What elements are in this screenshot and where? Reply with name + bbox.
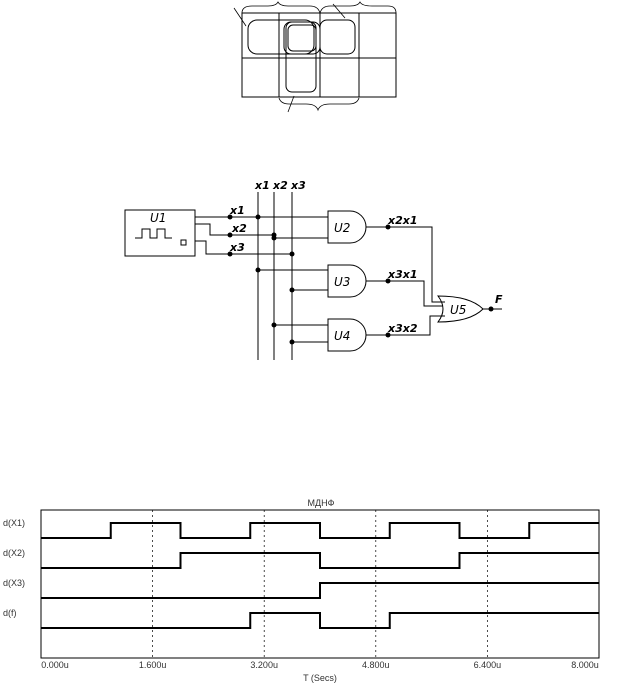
signal-label-1: d(X2)	[3, 548, 25, 558]
wire-gen-x2	[195, 223, 230, 236]
kmap-brace-top-right	[319, 1, 397, 14]
kmap-brace-top-left	[241, 1, 321, 14]
x-tick-label-0: 0.000u	[41, 660, 69, 670]
kmap-pointer-bottom	[287, 95, 295, 113]
gen-output-label-x3: x3	[229, 241, 245, 254]
kmap-pointer-left	[233, 7, 247, 27]
or-gate-u5	[436, 295, 484, 323]
and-gate-u3	[327, 264, 367, 298]
x-tick-label-3: 4.800u	[362, 660, 390, 670]
kmap-brace-bottom	[278, 97, 360, 112]
timing-signal-labels: d(X1) d(X2) d(X3) d(f)	[3, 518, 25, 618]
kmap-group-1	[247, 19, 315, 55]
x-tick-label-1: 1.600u	[139, 660, 167, 670]
generator-pulse-icon	[135, 228, 172, 239]
term-label-x3x1: x3x1	[387, 268, 418, 281]
bus-label-x3: x3	[290, 179, 306, 192]
generator-label: U1	[150, 211, 166, 225]
and-gate-u2-label: U2	[334, 221, 350, 235]
x-tick-label-2: 3.200u	[250, 660, 278, 670]
x-tick-label-5: 8.000u	[571, 660, 599, 670]
bus-label-x2: x2	[272, 179, 288, 192]
kmap-group-4	[285, 21, 317, 93]
generator-box	[124, 209, 196, 257]
node-u3-x3	[289, 287, 295, 293]
timing-x-ticks: 0.000u 1.600u 3.200u 4.800u 6.400u 8.000u	[41, 660, 599, 670]
gen-output-label-x1: x1	[229, 204, 245, 217]
wire-term-x3x1	[366, 280, 443, 307]
node-term-x3x2	[385, 332, 391, 338]
x-tick-label-4: 6.400u	[474, 660, 502, 670]
kmap-border	[241, 12, 397, 98]
timing-diagram: МДНФ d(X1) d(X2) d(X3) d(f) 0.000u 1.600u 3.2…	[3, 498, 600, 683]
kmap-group-3	[319, 19, 356, 55]
signal-label-0: d(X1)	[3, 518, 25, 528]
timing-title: МДНФ	[308, 498, 335, 508]
node-u3-x1	[255, 267, 261, 273]
signal-trace-0	[41, 522, 599, 539]
node-u4-x3	[289, 339, 295, 345]
signal-label-3: d(f)	[3, 608, 17, 618]
signal-trace-3	[41, 612, 599, 629]
and-gate-u4	[327, 318, 367, 352]
signal-trace-1	[41, 552, 599, 569]
node-gen-x1	[227, 214, 233, 220]
node-u2-x2	[271, 235, 277, 241]
kmap-pointer-right	[332, 3, 346, 19]
bus-label-x1: x1	[254, 179, 270, 192]
and-gate-u4-label: U4	[334, 329, 350, 343]
signal-label-2: d(X3)	[3, 578, 25, 588]
term-label-x3x2: x3x2	[387, 322, 418, 335]
gen-output-label-x2: x2	[231, 222, 247, 235]
timing-x-axis-label: T (Secs)	[303, 673, 337, 683]
signal-trace-2	[41, 582, 599, 599]
or-gate-u5-label: U5	[450, 303, 466, 317]
kmap-group-2-inner	[287, 24, 317, 52]
and-gate-u3-label: U3	[334, 275, 350, 289]
logic-schematic: U1 x1 x2 x3 x1 x2 x3 U2	[124, 179, 503, 360]
and-gate-u2	[327, 210, 367, 244]
generator-port-icon	[180, 239, 187, 246]
timing-signals	[41, 522, 599, 629]
karnaugh-map	[233, 1, 397, 113]
node-gen-x2	[227, 232, 233, 238]
node-bus-x3-a	[289, 251, 295, 257]
wire-term-x2x1	[366, 226, 445, 303]
wire-term-x3x2	[366, 315, 445, 336]
node-gen-x3	[227, 251, 233, 257]
node-term-x2x1	[385, 224, 391, 230]
node-term-x3x1	[385, 278, 391, 284]
node-u4-x2	[271, 322, 277, 328]
term-label-x2x1: x2x1	[387, 214, 418, 227]
output-label-f: F	[495, 293, 503, 306]
wire-gen-x3	[195, 240, 230, 255]
node-output-f	[488, 306, 494, 312]
